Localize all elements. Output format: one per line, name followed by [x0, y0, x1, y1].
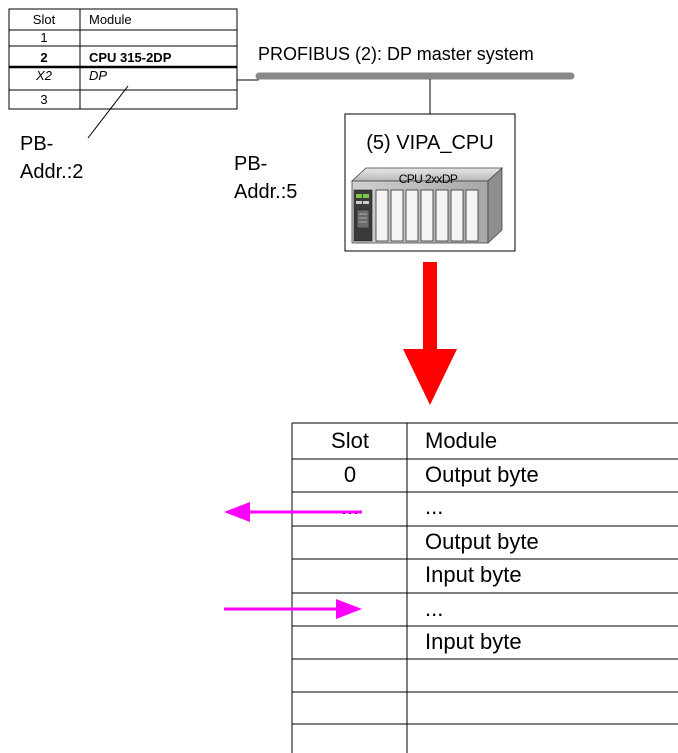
plc-rack-icon: [350, 167, 504, 244]
master-table-header-module: Module: [89, 12, 132, 27]
slave-table-slot-ellipsis: ...: [341, 494, 359, 519]
master-table-slot-3: 3: [40, 92, 47, 107]
master-table-header-slot: Slot: [33, 12, 56, 27]
master-address-leader: [87, 85, 129, 139]
slave-device-title: (5) VIPA_CPU: [366, 132, 493, 154]
master-table-slot-x2: X2: [35, 68, 53, 83]
slave-table-module-input-last: Input byte: [425, 629, 522, 654]
slave-table-module-output-first: Output byte: [425, 462, 539, 487]
slave-table-module-input-first: Input byte: [425, 562, 522, 587]
slave-device[interactable]: (5) VIPA_CPU: [344, 113, 516, 252]
master-address-line2: Addr.:2: [20, 161, 83, 183]
master-bus-connector: [237, 76, 259, 81]
slave-address-line2: Addr.:5: [234, 181, 297, 203]
down-arrow-icon: [403, 262, 457, 405]
slave-table-slot-0: 0: [344, 462, 356, 487]
master-table-module-cpu: CPU 315-2DP: [89, 50, 172, 65]
slave-table-module-output-last: Output byte: [425, 529, 539, 554]
slave-slot-table: Slot Module 0 Output byte ... ... Output…: [291, 422, 678, 753]
slave-device-module-label: CPU 2xxDP: [399, 172, 458, 186]
slave-table-header-slot: Slot: [331, 428, 369, 453]
master-slot-table: Slot Module 1 2 CPU 315-2DP X2 DP 3: [8, 8, 238, 110]
bus-label: PROFIBUS (2): DP master system: [258, 44, 534, 64]
slave-address-line1: PB-: [234, 153, 267, 175]
slave-table-header-module: Module: [425, 428, 497, 453]
left-arrow-icon: [224, 502, 362, 522]
master-address-line1: PB-: [20, 133, 53, 155]
master-table-slot-2: 2: [40, 50, 47, 65]
master-table-slot-1: 1: [40, 30, 47, 45]
master-table-module-dp: DP: [89, 68, 107, 83]
slave-table-module-input-ellipsis: ...: [425, 596, 443, 621]
slave-table-module-output-ellipsis: ...: [425, 494, 443, 519]
right-arrow-icon: [224, 599, 362, 619]
